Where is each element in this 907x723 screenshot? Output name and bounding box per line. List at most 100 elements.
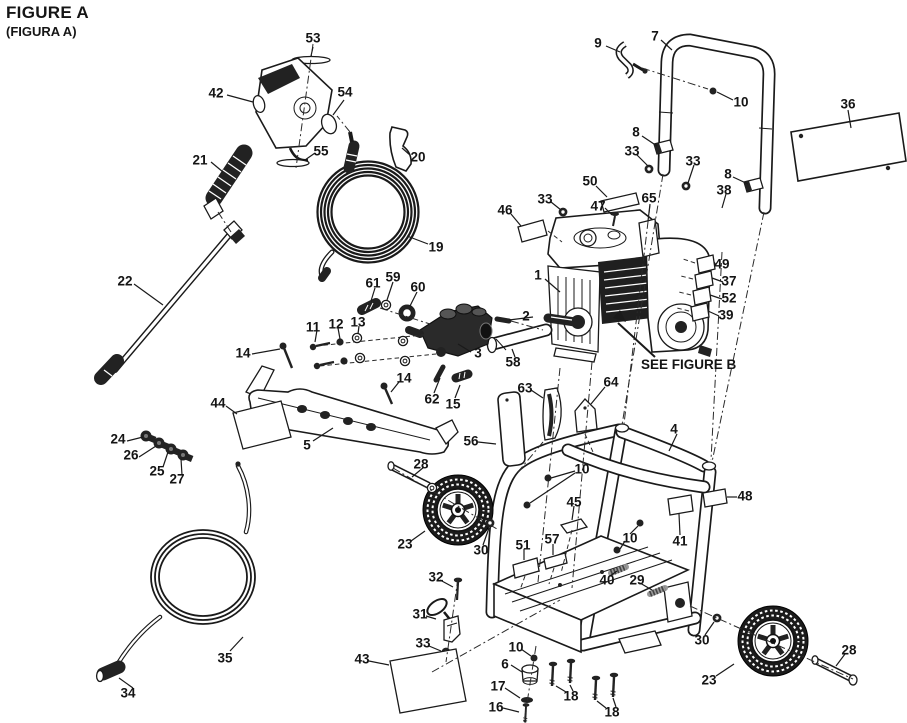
label-48	[702, 488, 728, 508]
callout-31: 31	[412, 606, 428, 622]
high-pressure-hose	[316, 131, 420, 282]
see-figure-b-note: SEE FIGURE B	[641, 357, 737, 372]
callout-53: 53	[305, 30, 321, 46]
callout-8: 8	[632, 124, 640, 140]
callout-17: 17	[490, 678, 506, 694]
callout-16: 16	[488, 699, 504, 715]
handle-knob-8-right	[743, 177, 764, 193]
callout-12: 12	[328, 316, 344, 332]
siphon-tube	[95, 461, 256, 683]
strap-63	[542, 387, 562, 441]
wheel-right	[738, 606, 808, 676]
callout-38: 38	[716, 182, 732, 198]
tag-64	[574, 398, 598, 433]
callout-30: 30	[473, 542, 489, 558]
wand-tip	[94, 354, 124, 385]
screw-10-top	[709, 87, 717, 95]
axle-nut-right	[712, 613, 722, 623]
pump-mount-hardware	[309, 332, 437, 370]
bolt-62	[433, 364, 446, 383]
callout-10: 10	[574, 461, 590, 477]
callout-51: 51	[515, 537, 531, 553]
handle-socket-right	[701, 461, 717, 471]
callout-23: 23	[701, 672, 717, 688]
figure-title: FIGURE A	[6, 3, 89, 22]
frame-bolts-18	[547, 657, 620, 702]
callout-2: 2	[522, 308, 530, 324]
callout-49: 49	[714, 256, 730, 272]
plate-45	[559, 518, 589, 534]
spray-gun	[203, 55, 338, 220]
decal-tags	[232, 192, 728, 714]
axle-bracket-right	[663, 581, 693, 623]
label-46	[517, 219, 548, 243]
callout-26: 26	[123, 447, 139, 463]
pump-drain-hardware	[433, 364, 473, 383]
label-37	[694, 270, 714, 290]
see-figure-b-arrow	[613, 310, 656, 358]
callout-4: 4	[670, 421, 678, 437]
callout-35: 35	[217, 650, 233, 666]
shaft-key	[494, 316, 512, 324]
handle-nut-33-right	[681, 181, 691, 191]
callout-18: 18	[604, 704, 620, 720]
figure-subtitle: (FIGURA A)	[6, 24, 77, 39]
callout-23: 23	[397, 536, 413, 552]
gun-disc-55	[276, 158, 310, 168]
cart-handle	[657, 33, 776, 215]
callout-59: 59	[385, 269, 401, 285]
callout-41: 41	[672, 533, 688, 549]
callout-20: 20	[410, 149, 426, 165]
cart-frame	[485, 423, 717, 654]
callout-30: 30	[694, 632, 710, 648]
callout-3: 3	[474, 345, 482, 361]
panel-56	[497, 391, 526, 467]
callout-63: 63	[517, 380, 533, 396]
nozzle-tips	[140, 430, 194, 462]
callout-8: 8	[724, 166, 732, 182]
plug-15	[451, 369, 473, 383]
siphon-filter	[96, 660, 126, 681]
label-65	[638, 218, 660, 258]
callout-60: 60	[410, 279, 426, 295]
callout-62: 62	[424, 391, 440, 407]
callout-61: 61	[365, 275, 381, 291]
callout-29: 29	[629, 572, 645, 588]
engine-assembly	[543, 209, 712, 363]
callout-47: 47	[590, 198, 606, 214]
spray-wand	[94, 220, 245, 385]
callout-55: 55	[313, 143, 329, 159]
label-50	[600, 192, 640, 213]
callout-50: 50	[582, 173, 598, 189]
label-51-lower	[618, 630, 662, 654]
callout-37: 37	[721, 273, 737, 289]
label-44	[232, 400, 292, 450]
callout-34: 34	[120, 685, 136, 701]
screw-47	[611, 212, 619, 227]
label-49	[696, 254, 716, 274]
callout-22: 22	[117, 273, 133, 289]
leader-lines	[118, 39, 852, 713]
handle-socket-left	[614, 423, 630, 433]
label-41	[667, 494, 694, 516]
frame-deck	[491, 535, 691, 654]
callout-24: 24	[110, 431, 126, 447]
callout-6: 6	[501, 656, 509, 672]
callout-33: 33	[537, 191, 553, 207]
callout-1: 1	[534, 267, 542, 283]
callout-10: 10	[508, 639, 524, 655]
callout-13: 13	[350, 314, 366, 330]
leg-hardware-stack	[521, 654, 539, 723]
callout-27: 27	[169, 471, 185, 487]
label-39	[690, 302, 710, 322]
callout-39: 39	[718, 307, 734, 323]
label-panel-36	[790, 112, 907, 182]
callout-40: 40	[599, 572, 615, 588]
callout-28: 28	[841, 642, 857, 658]
callout-14: 14	[235, 345, 251, 361]
callout-7: 7	[651, 28, 659, 44]
callout-11: 11	[305, 319, 321, 335]
deck-screws	[608, 564, 668, 597]
